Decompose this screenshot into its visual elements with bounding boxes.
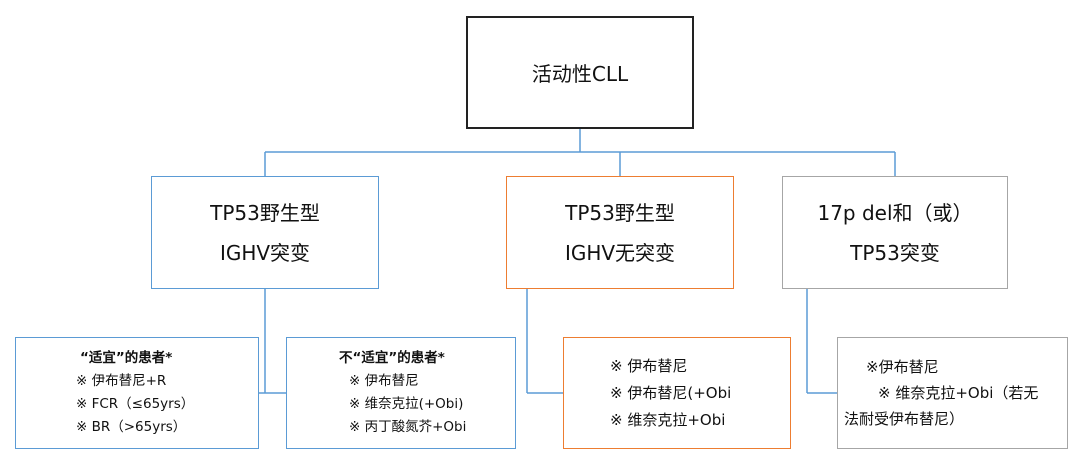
leaf-item: ※伊布替尼 (866, 358, 939, 376)
leaf-header: “适宜”的患者* (80, 350, 173, 366)
group-node-17p-del-tp53-mutated: 17p del和（或） TP53突变 (782, 176, 1008, 289)
leaf-unfit-patients: 不“适宜”的患者* ※ 伊布替尼 ※ 维奈克拉(+Obi) ※ 丙丁酸氮芥+Ob… (286, 337, 516, 449)
group-line2: IGHV无突变 (564, 240, 676, 265)
group-node-tp53-wild-ighv-mutated: TP53野生型 IGHV突变 (151, 176, 379, 289)
group-line1: TP53野生型 (210, 200, 320, 225)
group-line2: TP53突变 (850, 240, 940, 265)
leaf-17p-del-treatments: ※伊布替尼 ※ 维奈克拉+Obi（若无 法耐受伊布替尼） (837, 337, 1068, 449)
leaf-item: ※ 维奈克拉+Obi (610, 410, 726, 429)
leaf-item: ※ 维奈克拉(+Obi) (349, 396, 464, 412)
leaf-item: ※ 伊布替尼+R (76, 373, 167, 389)
leaf-item-continued: 法耐受伊布替尼） (844, 410, 965, 428)
group-line1: 17p del和（或） (817, 200, 973, 225)
leaf-item: ※ BR（>65yrs） (76, 419, 187, 435)
group-node-tp53-wild-ighv-unmutated: TP53野生型 IGHV无突变 (506, 176, 734, 289)
leaf-ighv-unmutated-treatments: ※ 伊布替尼 ※ 伊布替尼(+Obi ※ 维奈克拉+Obi (563, 337, 791, 449)
leaf-item: ※ 伊布替尼 (610, 356, 688, 375)
root-node: 活动性CLL (466, 16, 694, 129)
leaf-item: ※ 伊布替尼 (349, 373, 419, 389)
group-line1: TP53野生型 (565, 200, 675, 225)
leaf-item: ※ FCR（≤65yrs） (76, 396, 195, 412)
leaf-item: ※ 维奈克拉+Obi（若无 (878, 384, 1039, 402)
group-line2: IGHV突变 (219, 240, 311, 265)
root-label: 活动性CLL (531, 62, 629, 86)
leaf-item: ※ 伊布替尼(+Obi (610, 383, 732, 402)
leaf-item: ※ 丙丁酸氮芥+Obi (349, 419, 467, 435)
leaf-header: 不“适宜”的患者* (339, 350, 445, 366)
leaf-fit-patients: “适宜”的患者* ※ 伊布替尼+R ※ FCR（≤65yrs） ※ BR（>65… (15, 337, 259, 449)
